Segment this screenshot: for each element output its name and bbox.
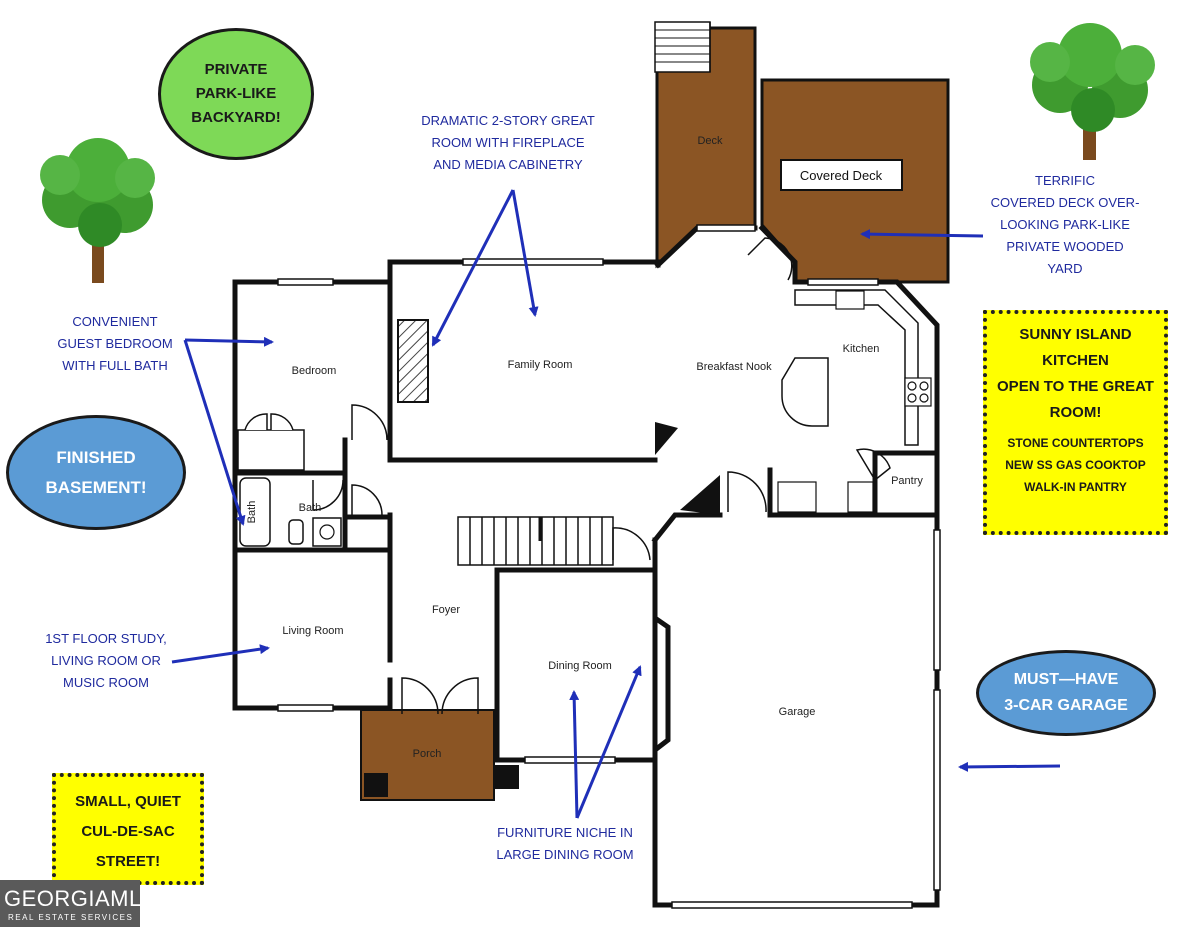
deck-note: TERRIFIC COVERED DECK OVER- LOOKING PARK…: [990, 173, 1140, 276]
tree-icon: [1030, 23, 1155, 160]
cooktop: [904, 377, 932, 407]
kitchen-counter: [794, 289, 919, 446]
kitchen-callout-detail: STONE COUNTERTOPS NEW SS GAS COOKTOP WAL…: [1005, 436, 1146, 494]
deck-stairs: [654, 21, 711, 73]
door-swings: [312, 237, 891, 715]
toilet: [288, 519, 304, 545]
house-walls: [232, 224, 940, 908]
room-label-foyer: Foyer: [432, 604, 460, 616]
room-label-family-room: Family Room: [508, 359, 573, 371]
logo-subtitle: REAL ESTATE SERVICES: [8, 913, 134, 922]
closet: [237, 413, 305, 471]
room-label-garage: Garage: [779, 706, 816, 718]
room-label-living-room: Living Room: [282, 625, 343, 637]
guest-bedroom-note: CONVENIENT GUEST BEDROOM WITH FULL BATH: [57, 314, 173, 373]
street-callout-text: SMALL, QUIET CUL-DE-SAC STREET!: [75, 793, 181, 870]
great-room-note: DRAMATIC 2-STORY GREAT ROOM WITH FIREPLA…: [421, 113, 595, 172]
backyard-badge: PRIVATE PARK-LIKE BACKYARD!: [158, 28, 314, 160]
room-label-deck: Deck: [697, 135, 723, 147]
street-callout: SMALL, QUIET CUL-DE-SAC STREET!: [52, 773, 204, 885]
callout-arrows: [171, 189, 1061, 819]
room-label-bath: Bath: [299, 502, 322, 514]
bath-sink: [312, 517, 342, 547]
room-label-dining-room: Dining Room: [548, 660, 612, 672]
georgia-mls-logo: GEORGIAMLS REAL ESTATE SERVICES: [0, 880, 156, 927]
refrigerator-space: [777, 481, 817, 513]
kitchen-island: [781, 357, 829, 427]
basement-badge-text: FINISHED BASEMENT!: [45, 447, 147, 497]
room-label-bath-tub: Bath: [246, 501, 258, 524]
garage-badge: MUST—HAVE 3-CAR GARAGE: [976, 650, 1156, 736]
room-label-porch: Porch: [413, 748, 442, 760]
dining-note: FURNITURE NICHE IN LARGE DINING ROOM: [496, 825, 634, 862]
backyard-badge-text: PRIVATE PARK-LIKE BACKYARD!: [191, 61, 281, 126]
room-label-pantry: Pantry: [891, 475, 923, 487]
interior-stairs: [457, 516, 614, 566]
basement-badge: FINISHED BASEMENT!: [6, 415, 186, 530]
fireplace: [397, 319, 429, 403]
covered-deck-sign: [780, 159, 903, 191]
room-label-kitchen: Kitchen: [843, 343, 880, 355]
room-label-breakfast-nook: Breakfast Nook: [696, 361, 772, 373]
room-label-covered-deck: Covered Deck: [800, 168, 883, 183]
kitchen-sink: [835, 290, 865, 310]
kitchen-callout: SUNNY ISLAND KITCHEN OPEN TO THE GREAT R…: [983, 310, 1168, 535]
garage-badge-text: MUST—HAVE 3-CAR GARAGE: [1004, 671, 1128, 714]
room-label-bedroom: Bedroom: [292, 365, 337, 377]
tree-icon: [40, 138, 155, 283]
study-note: 1ST FLOOR STUDY, LIVING ROOM OR MUSIC RO…: [45, 631, 167, 690]
kitchen-callout-title: SUNNY ISLAND KITCHEN OPEN TO THE GREAT R…: [997, 326, 1154, 421]
logo-brand: GEORGIAMLS: [4, 886, 157, 911]
